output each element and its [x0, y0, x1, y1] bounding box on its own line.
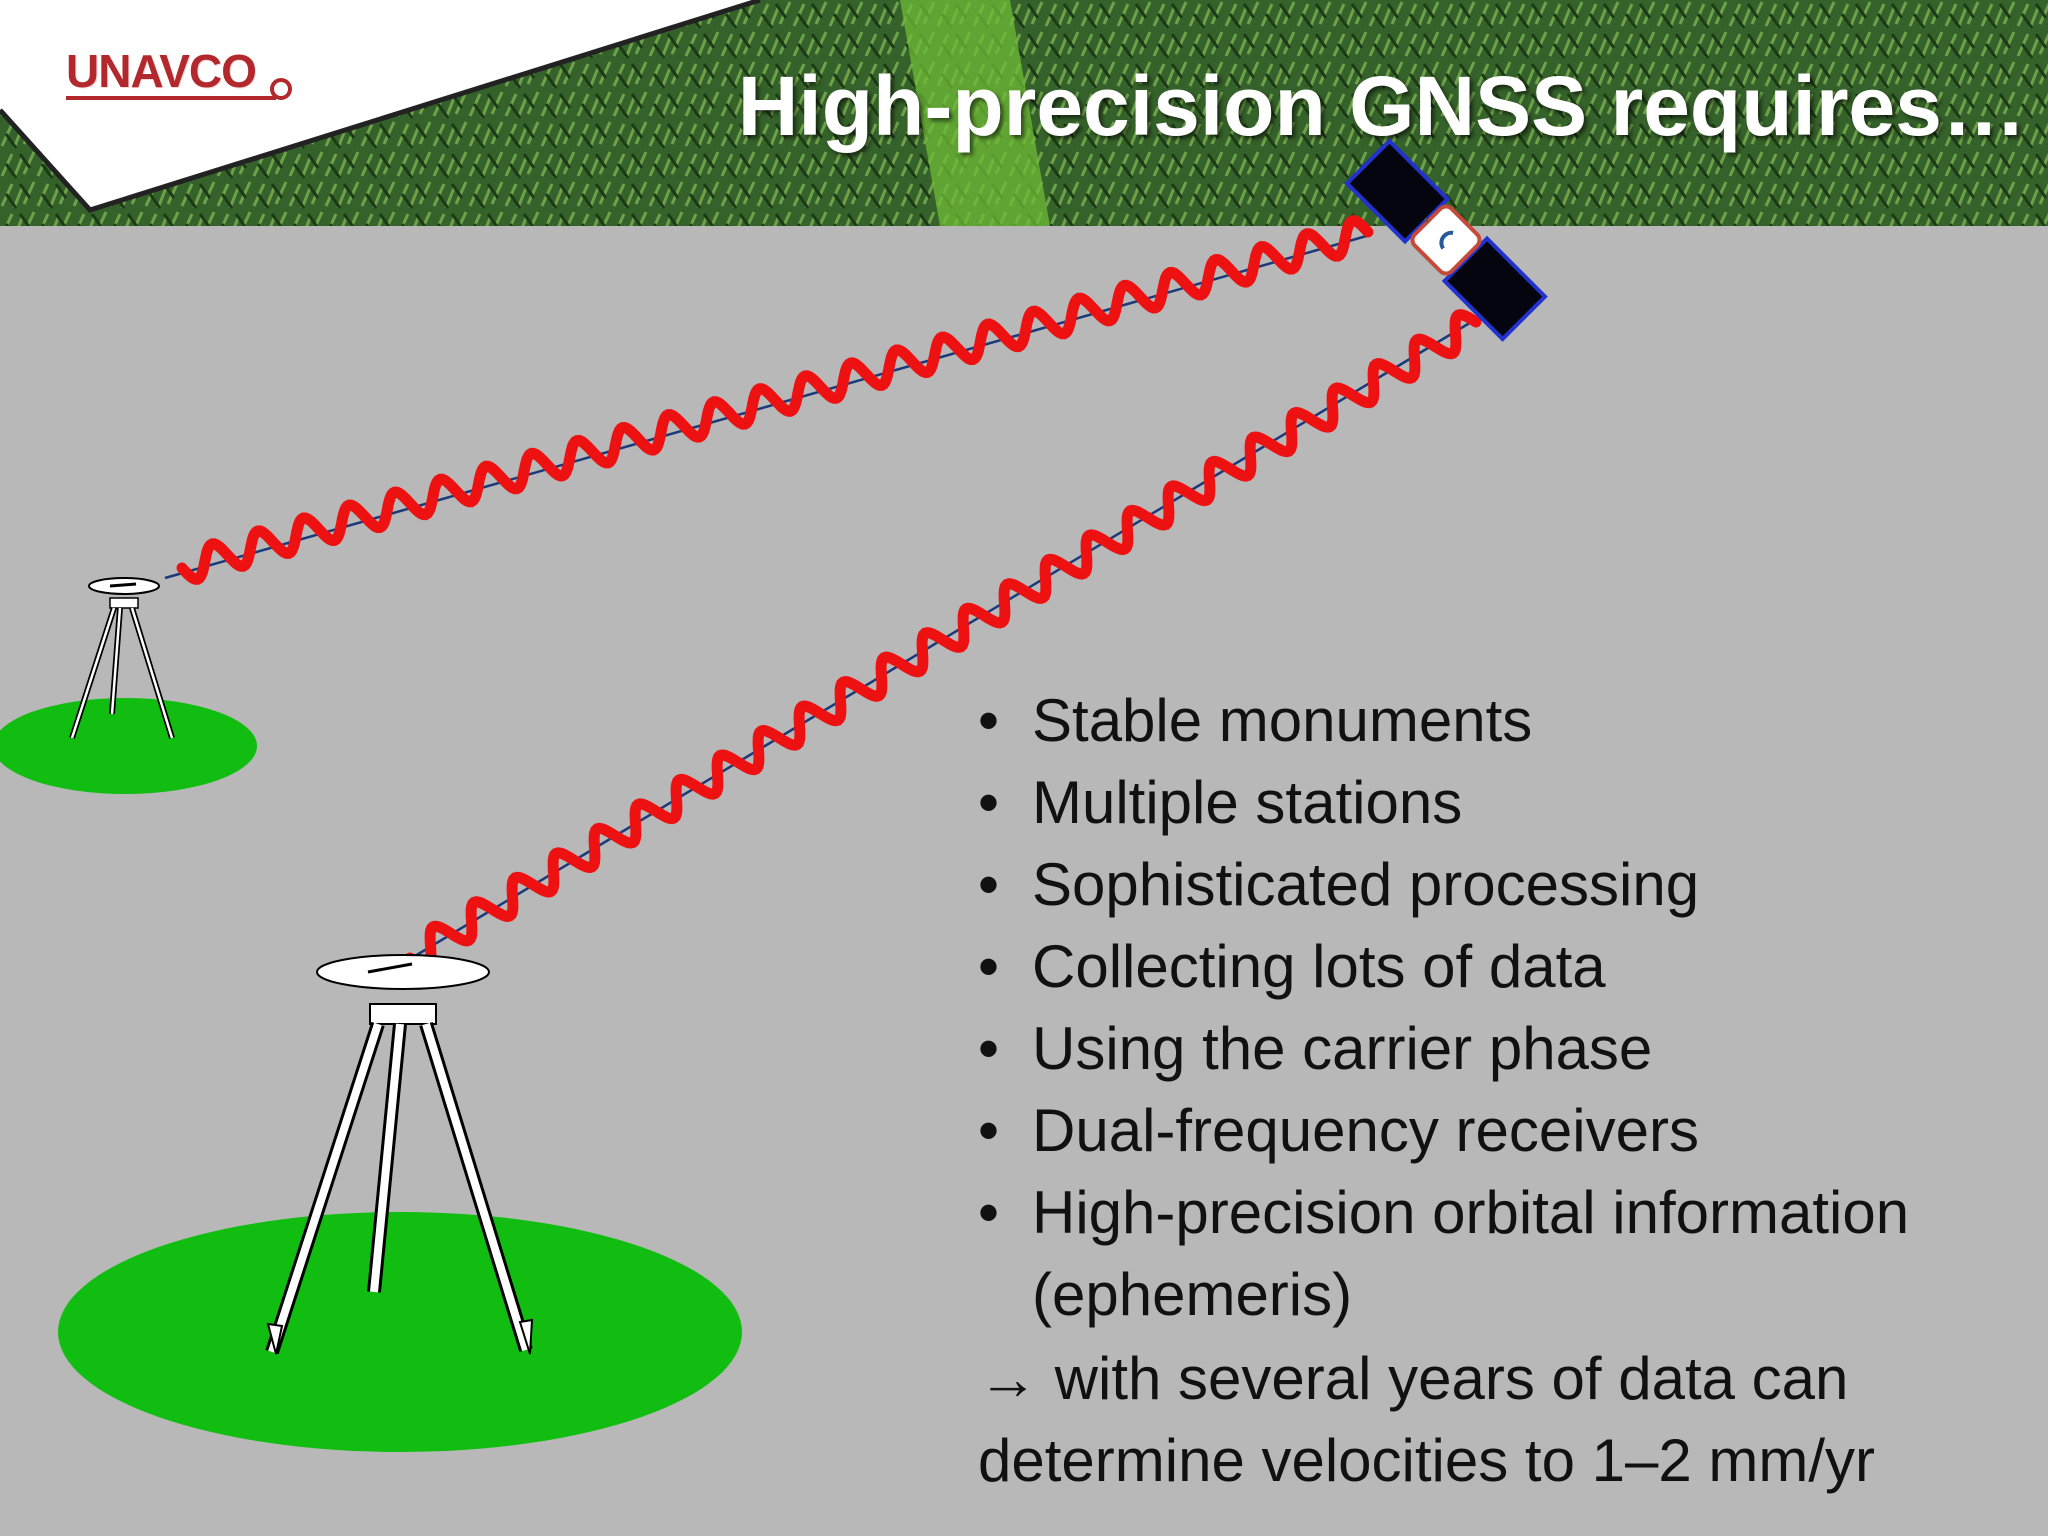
- list-item: Multiple stations: [978, 762, 1909, 844]
- arrow-icon: →: [978, 1345, 1038, 1412]
- antenna-near-icon: [316, 954, 490, 990]
- slide-title: High-precision GNSS requires…: [737, 59, 2026, 153]
- logo-underline: [66, 96, 276, 100]
- list-item: Sophisticated processing: [978, 844, 1909, 926]
- signal-wave-far: [176, 215, 1374, 585]
- list-item: Using the carrier phase: [978, 1008, 1909, 1090]
- requirements-list: Stable monuments Multiple stations Sophi…: [978, 680, 1909, 1336]
- list-item: Stable monuments: [978, 680, 1909, 762]
- header-banner: [0, 0, 2048, 226]
- conclusion-text: → with several years of data can determin…: [978, 1338, 1875, 1502]
- logo-ring-icon: [270, 78, 292, 100]
- list-item-multiline: High-precision orbital information (ephe…: [978, 1172, 1909, 1336]
- ground-patch-near: [58, 1212, 742, 1452]
- ground-patch-far: [0, 698, 257, 794]
- tripod-antenna-near: [265, 954, 534, 1355]
- list-item: Dual-frequency receivers: [978, 1090, 1909, 1172]
- tripod-antenna-far: [69, 577, 175, 739]
- list-item-text: High-precision orbital information: [1032, 1179, 1910, 1246]
- conclusion-line-1: with several years of data can: [1038, 1345, 1849, 1412]
- list-item-continuation: (ephemeris): [1032, 1261, 1353, 1328]
- list-item: Collecting lots of data: [978, 926, 1909, 1008]
- satellite-icon: [1344, 138, 1548, 342]
- conclusion-line-2: determine velocities to 1–2 mm/yr: [978, 1427, 1876, 1494]
- unavco-logo: UNAVCO: [66, 45, 257, 97]
- signal-wave-near: [404, 309, 1482, 971]
